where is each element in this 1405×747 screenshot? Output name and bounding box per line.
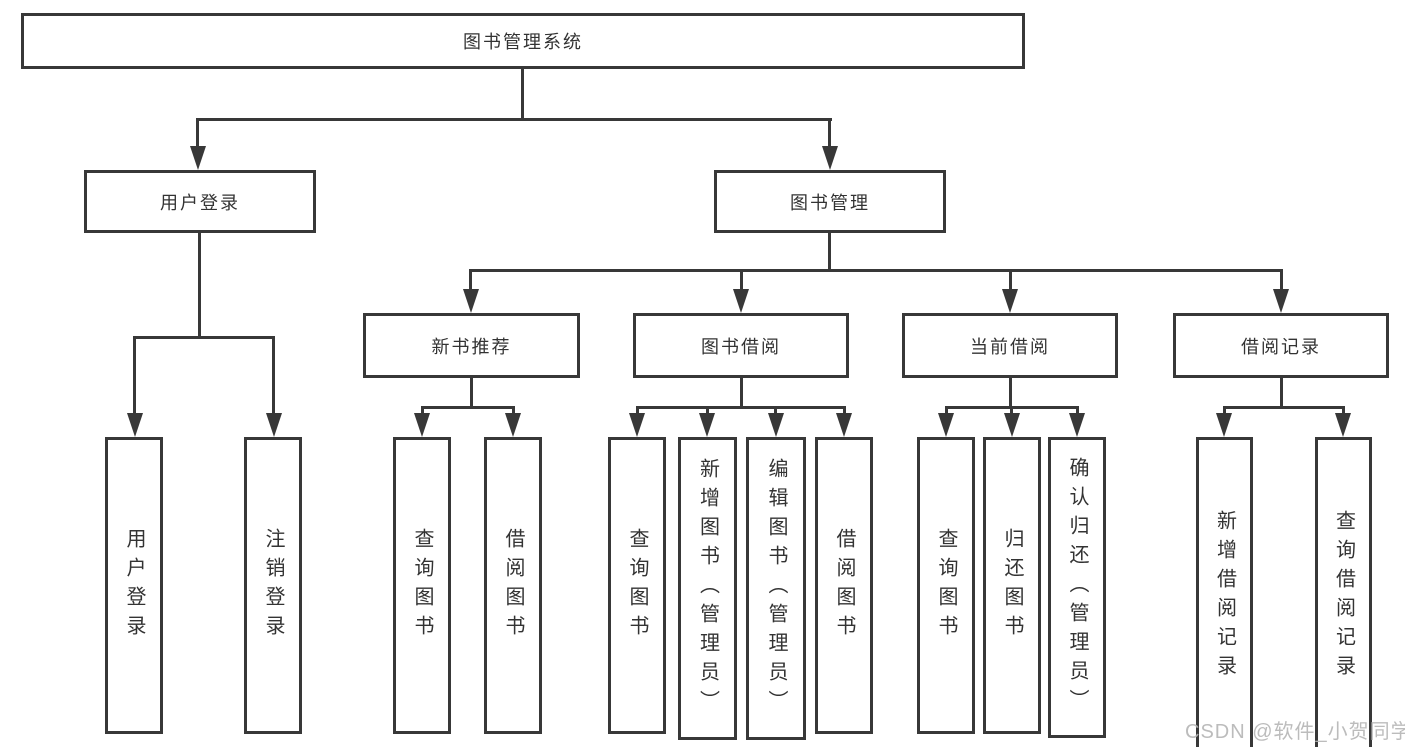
arrow-down-icon bbox=[505, 413, 521, 437]
connector-line bbox=[196, 118, 199, 149]
node-leaf-query-borrow-record: 查询借阅记录 bbox=[1315, 437, 1372, 747]
node-leaf-query-books-1: 查询图书 bbox=[393, 437, 451, 734]
node-leaf-confirm-return-admin: 确认归还（管理员） bbox=[1048, 437, 1106, 738]
arrow-down-icon bbox=[822, 146, 838, 170]
connector-line bbox=[636, 406, 639, 416]
arrow-down-icon bbox=[836, 413, 852, 437]
arrow-down-icon bbox=[266, 413, 282, 437]
connector-line bbox=[1223, 406, 1345, 409]
connector-line bbox=[421, 406, 424, 416]
connector-line bbox=[1009, 269, 1012, 292]
arrow-down-icon bbox=[1335, 413, 1351, 437]
node-root: 图书管理系统 bbox=[21, 13, 1025, 69]
connector-line bbox=[1223, 406, 1226, 416]
connector-line bbox=[1009, 378, 1012, 409]
connector-line bbox=[945, 406, 948, 416]
node-leaf-borrow-books-1: 借阅图书 bbox=[484, 437, 542, 734]
connector-line bbox=[774, 406, 777, 416]
node-leaf-return-books: 归还图书 bbox=[983, 437, 1041, 734]
connector-line bbox=[198, 233, 201, 339]
connector-line bbox=[1010, 406, 1013, 416]
node-user-login: 用户登录 bbox=[84, 170, 316, 233]
node-leaf-user-login: 用户登录 bbox=[105, 437, 163, 734]
connector-line bbox=[1280, 378, 1283, 409]
node-book-management: 图书管理 bbox=[714, 170, 946, 233]
node-leaf-query-books-2: 查询图书 bbox=[608, 437, 666, 734]
connector-line bbox=[706, 406, 709, 416]
connector-line bbox=[521, 69, 524, 121]
arrow-down-icon bbox=[1004, 413, 1020, 437]
node-leaf-add-books-admin: 新增图书（管理员） bbox=[678, 437, 737, 740]
connector-line bbox=[740, 378, 743, 409]
node-leaf-query-books-3: 查询图书 bbox=[917, 437, 975, 734]
connector-line bbox=[740, 269, 743, 292]
arrow-down-icon bbox=[733, 289, 749, 313]
arrow-down-icon bbox=[699, 413, 715, 437]
connector-line bbox=[1342, 406, 1345, 416]
connector-line bbox=[196, 118, 832, 121]
connector-line bbox=[469, 269, 472, 292]
arrow-down-icon bbox=[629, 413, 645, 437]
connector-line bbox=[470, 378, 473, 409]
node-leaf-edit-books-admin: 编辑图书（管理员） bbox=[746, 437, 806, 740]
connector-line bbox=[133, 336, 275, 339]
arrow-down-icon bbox=[1069, 413, 1085, 437]
node-current-borrowing: 当前借阅 bbox=[902, 313, 1118, 378]
connector-line bbox=[1076, 406, 1079, 416]
arrow-down-icon bbox=[768, 413, 784, 437]
arrow-down-icon bbox=[414, 413, 430, 437]
node-leaf-add-borrow-record: 新增借阅记录 bbox=[1196, 437, 1253, 747]
arrow-down-icon bbox=[1216, 413, 1232, 437]
node-book-borrowing: 图书借阅 bbox=[633, 313, 849, 378]
arrow-down-icon bbox=[190, 146, 206, 170]
connector-line bbox=[512, 406, 515, 416]
connector-line bbox=[843, 406, 846, 416]
arrow-down-icon bbox=[127, 413, 143, 437]
arrow-down-icon bbox=[463, 289, 479, 313]
connector-line bbox=[1280, 269, 1283, 292]
csdn-watermark: CSDN @软件_小贺同学 bbox=[1185, 721, 1405, 743]
arrow-down-icon bbox=[1273, 289, 1289, 313]
connector-line bbox=[272, 336, 275, 416]
connector-line bbox=[636, 406, 846, 409]
connector-line bbox=[828, 118, 831, 149]
connector-line bbox=[421, 406, 515, 409]
connector-line bbox=[469, 269, 1283, 272]
node-new-book-recommend: 新书推荐 bbox=[363, 313, 580, 378]
arrow-down-icon bbox=[938, 413, 954, 437]
connector-line bbox=[133, 336, 136, 416]
node-borrowing-records: 借阅记录 bbox=[1173, 313, 1389, 378]
node-leaf-logout-login: 注销登录 bbox=[244, 437, 302, 734]
arrow-down-icon bbox=[1002, 289, 1018, 313]
node-leaf-borrow-books-2: 借阅图书 bbox=[815, 437, 873, 734]
connector-line bbox=[828, 233, 831, 272]
